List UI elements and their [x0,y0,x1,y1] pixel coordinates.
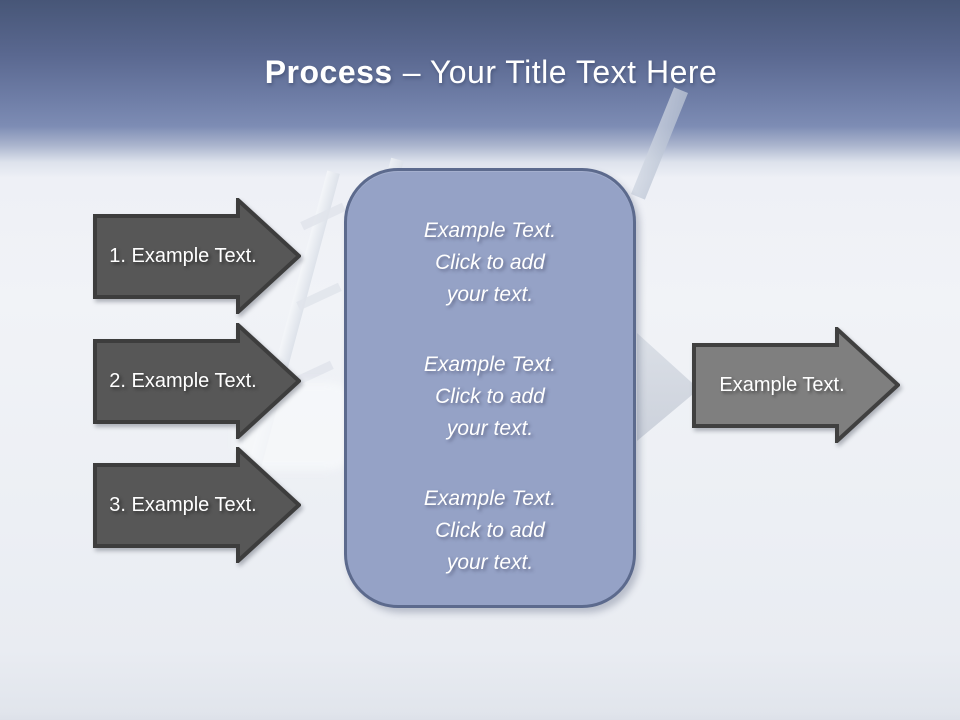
example-text-block-1: Example Text. Click to add your text. [423,219,557,306]
page-title: Process– Your Title Text Here [0,54,960,91]
arrow-label: 3. Example Text. [109,493,257,516]
ghost-ladder-top-rail [631,87,688,200]
title-subtitle: – Your Title Text Here [402,54,718,90]
arrow-label: 1. Example Text. [109,244,257,267]
result-arrow[interactable]: Example Text. [692,327,900,443]
process-arrow-3[interactable]: 3. Example Text. [93,447,301,563]
process-arrow-2[interactable]: 2. Example Text. [93,323,301,439]
arrow-right-shape-icon [93,323,301,439]
example-text-block-2: Example Text. Click to add your text. [423,353,557,440]
process-arrow-1[interactable]: 1. Example Text. [93,198,301,314]
arrow-label: Example Text. [719,373,845,396]
arrow-label: 2. Example Text. [109,369,257,392]
ghost-ladder-wedge [637,333,699,441]
arrow-right-shape-icon [692,327,900,443]
arrow-right-shape-icon [93,198,301,314]
title-keyword: Process [264,54,393,90]
center-text-box-content: Example Text. Click to add your text. Ex… [347,171,633,579]
example-text-block-3: Example Text. Click to add your text. [423,487,557,574]
center-text-box[interactable]: Example Text. Click to add your text. Ex… [344,168,636,608]
arrow-right-shape-icon [93,447,301,563]
